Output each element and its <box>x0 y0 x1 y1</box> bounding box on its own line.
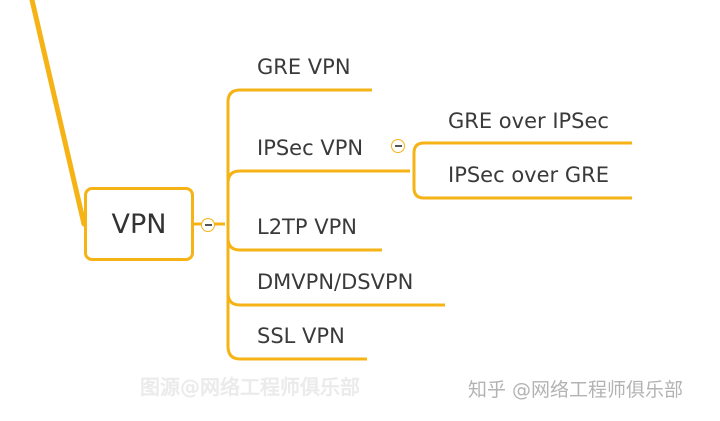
branch-dmvpn-dsvpn[interactable]: DMVPN/DSVPN <box>257 270 414 294</box>
ipsec-sub-trunk <box>412 141 425 200</box>
branch-gre-vpn[interactable]: GRE VPN <box>257 55 351 79</box>
subbranch-ipsec-over-gre[interactable]: IPSec over GRE <box>448 163 609 187</box>
trunk-curve-ipsec <box>226 169 241 184</box>
root-collapse-toggle[interactable] <box>201 218 215 232</box>
parent-connector <box>29 0 87 227</box>
branch-trunk <box>226 88 241 361</box>
branch-ipsec-vpn[interactable]: IPSec VPN <box>257 136 364 160</box>
ipsec-collapse-toggle[interactable] <box>391 139 405 153</box>
subbranch-gre-over-ipsec[interactable]: GRE over IPSec <box>448 109 609 133</box>
root-node-label: VPN <box>111 208 167 240</box>
watermark-credit: 知乎 @网络工程师俱乐部 <box>468 379 684 401</box>
watermark-faded: 图源@网络工程师俱乐部 <box>140 375 360 399</box>
trunk-curve-dmvpn <box>226 292 241 307</box>
branch-ssl-vpn[interactable]: SSL VPN <box>257 324 345 348</box>
branch-l2tp-vpn[interactable]: L2TP VPN <box>257 215 357 239</box>
root-node-vpn[interactable]: VPN <box>84 187 194 261</box>
trunk-curve-l2tp <box>226 237 241 252</box>
